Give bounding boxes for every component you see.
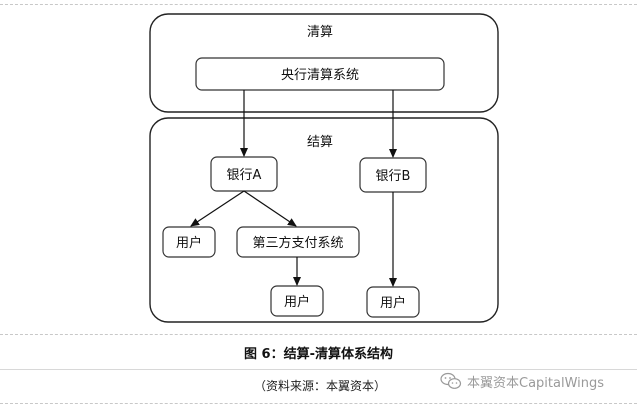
clearing-group-label: 清算 <box>307 25 333 40</box>
wechat-icon <box>440 372 462 389</box>
user-b-node <box>366 286 420 318</box>
central-bank-clearing-system-label: 央行清算系统 <box>281 68 359 83</box>
arrow-bank-a-to-third-party <box>243 190 297 227</box>
user-third-party-node <box>270 285 324 317</box>
user-third-party-label: 用户 <box>284 294 310 310</box>
bank-b-label: 银行B <box>376 169 411 184</box>
source-note: （资料来源：本翼资本） <box>253 379 386 393</box>
arrow-bank-a-to-user <box>190 190 245 227</box>
caption-bottom-divider <box>0 369 637 370</box>
settlement-group-label: 结算 <box>307 135 333 150</box>
user-a-label: 用户 <box>176 235 202 251</box>
bank-a-label: 银行A <box>227 168 262 183</box>
user-b-label: 用户 <box>380 295 406 311</box>
watermark-text: 本翼资本CapitalWings <box>467 375 605 391</box>
clearing-settlement-diagram: 清算 结算 央行清算系统 银行A 银行B 用户 第三方支付系统 用户 用户 <box>149 13 499 323</box>
user-a-node <box>162 226 216 258</box>
figure-caption: 图 6：结算-清算体系结构 <box>244 347 393 362</box>
watermark: 本翼资本CapitalWings <box>440 370 604 392</box>
top-divider <box>0 4 637 5</box>
third-party-payment-node <box>236 226 360 258</box>
bottom-divider <box>0 403 637 404</box>
central-bank-clearing-system-node <box>195 57 445 91</box>
caption-top-divider <box>0 334 637 335</box>
third-party-payment-label: 第三方支付系统 <box>252 235 343 251</box>
